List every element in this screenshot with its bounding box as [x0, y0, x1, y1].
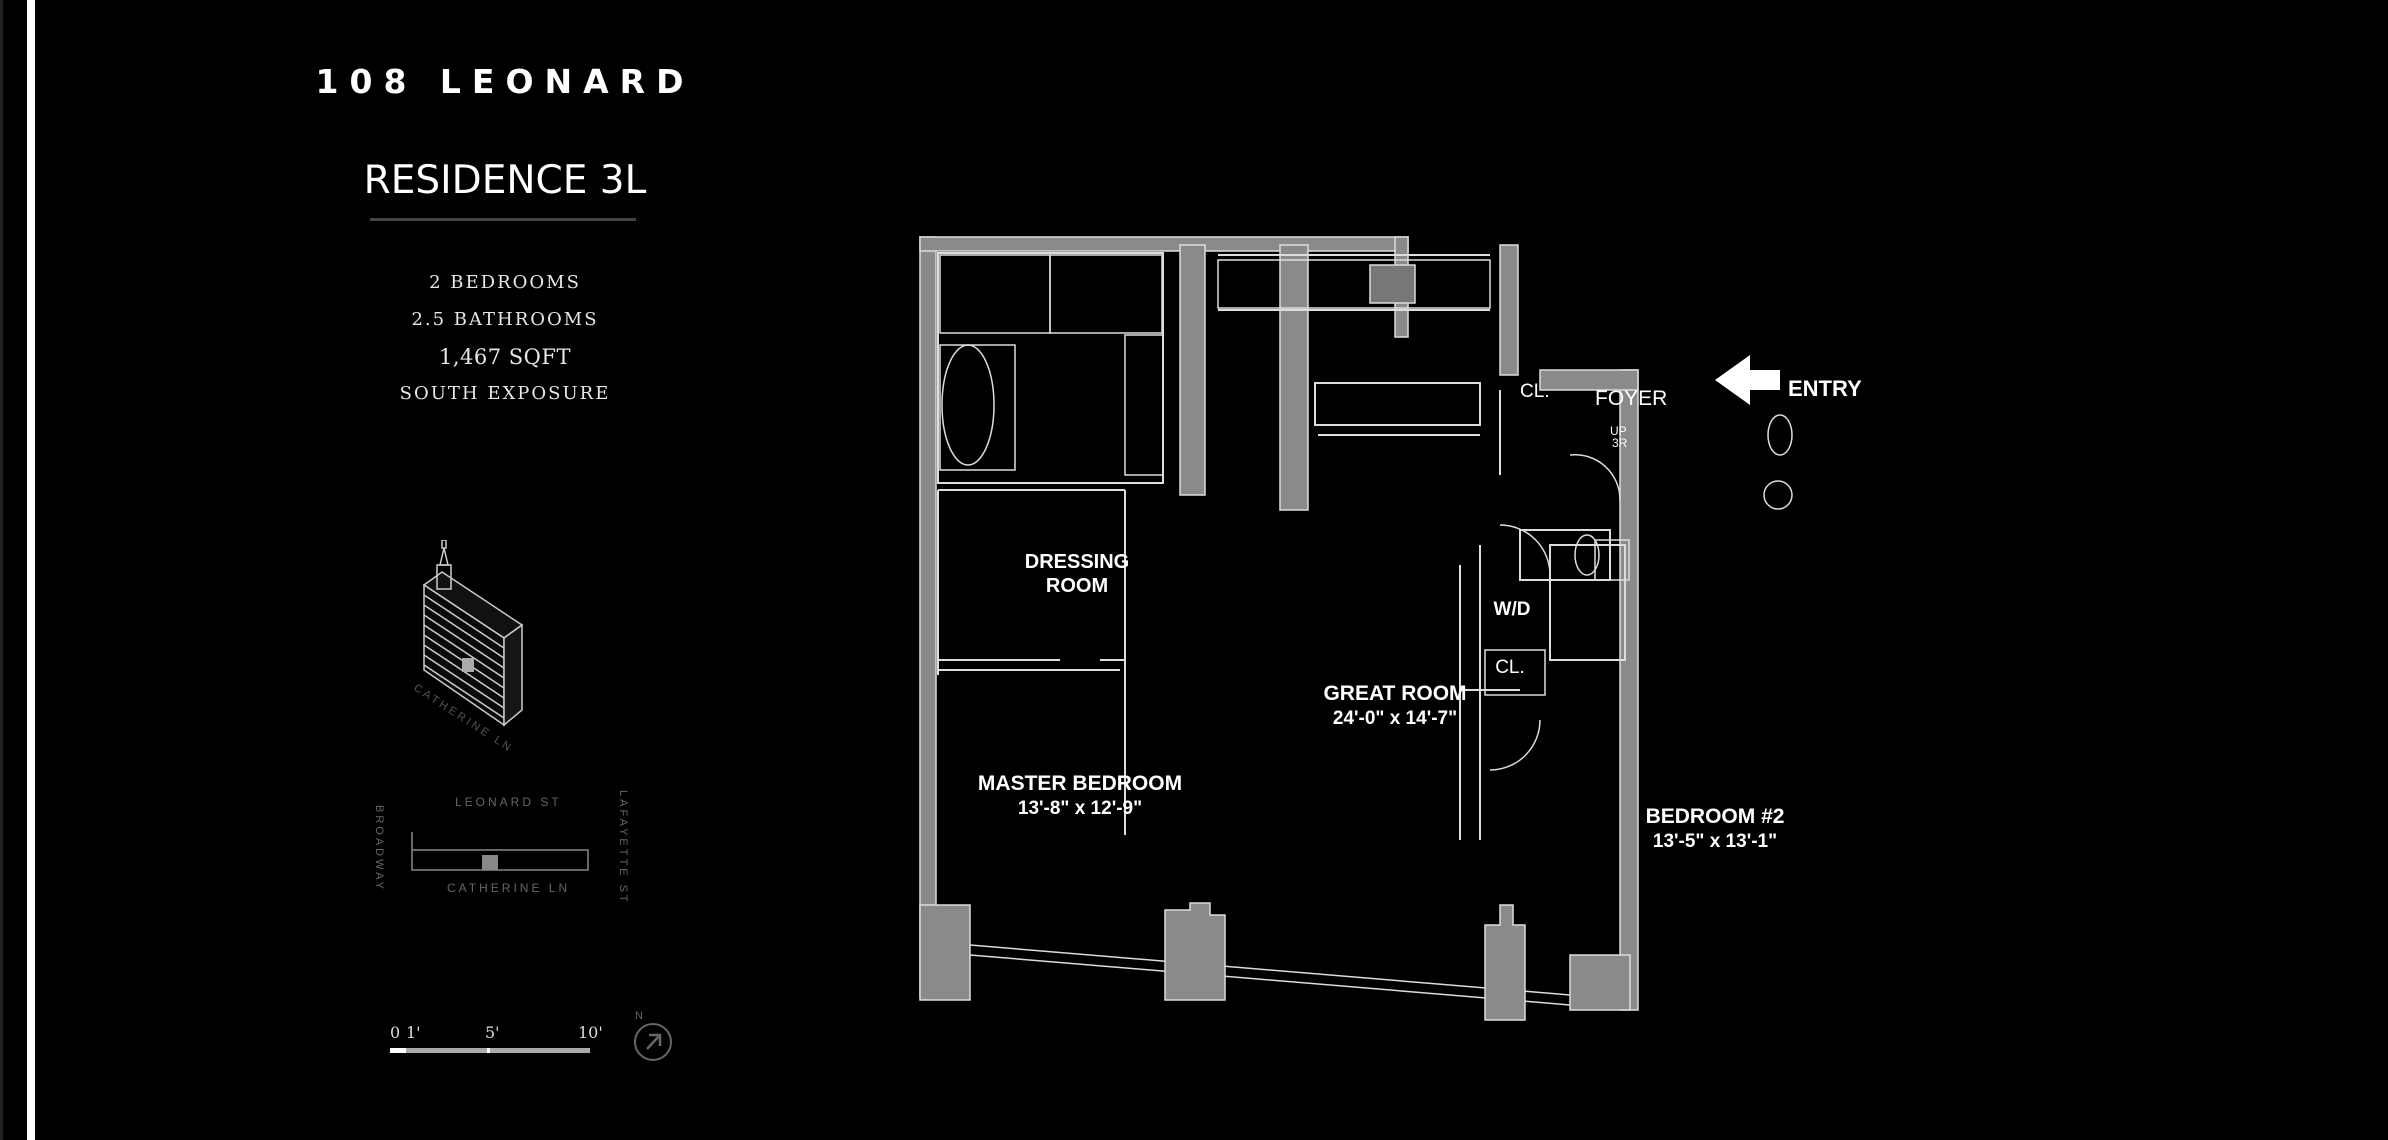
north-indicator: N: [630, 1010, 690, 1070]
stair-up-label: UP: [1610, 424, 1627, 438]
stair-steps-label: 3R: [1612, 436, 1628, 450]
scale-tick-0: 0: [390, 1023, 401, 1042]
site-plan: LEONARD ST CATHERINE LN BROADWAY LAFAYET…: [373, 790, 635, 905]
foyer-label: FOYER: [1595, 387, 1667, 410]
great-room-label: GREAT ROOM: [1323, 682, 1466, 705]
site-south-street: CATHERINE LN: [447, 881, 571, 895]
left-edge-line: [27, 0, 35, 1140]
dressing-room-label-2: ROOM: [1046, 575, 1108, 597]
fixtures: [939, 254, 1793, 771]
north-arrow-icon: [634, 1023, 672, 1061]
site-block-outline: [411, 832, 589, 871]
hall-closet-label: CL.: [1495, 657, 1525, 678]
entry-label: ENTRY: [1788, 376, 1862, 401]
spec-list: 2 BEDROOMS 2.5 BATHROOMS 1,467 SQFT SOUT…: [300, 270, 710, 418]
dressing-room-label-1: DRESSING: [1025, 551, 1129, 573]
left-edge-shadow: [0, 0, 3, 1140]
master-bedroom-dims: 13'-8" x 12'-9": [1018, 798, 1142, 819]
scale-tick-5: 5': [485, 1023, 500, 1042]
site-west-street: BROADWAY: [373, 805, 385, 892]
building-isometric-icon: [422, 540, 524, 727]
site-north-street: LEONARD ST: [455, 795, 562, 809]
spec-bedrooms: 2 BEDROOMS: [429, 272, 581, 293]
spec-exposure: SOUTH EXPOSURE: [399, 383, 611, 404]
title-divider: [370, 218, 636, 221]
bedroom-2-dims: 13'-5" x 13'-1": [1653, 831, 1777, 852]
exterior-walls: [919, 236, 1639, 1011]
scale-tick-1: 1': [406, 1023, 421, 1042]
scale-bar: 0 1' 5' 10': [385, 1015, 635, 1070]
great-room-dims: 24'-0" x 14'-7": [1333, 708, 1457, 729]
residence-title: RESIDENCE 3L: [363, 158, 647, 203]
site-unit-marker: [482, 855, 498, 870]
bedroom-2-label: BEDROOM #2: [1646, 805, 1785, 828]
info-sidebar: 108 LEONARD RESIDENCE 3L 2 BEDROOMS 2.5 …: [300, 0, 710, 1140]
north-label: N: [635, 1010, 643, 1022]
spec-sqft: 1,467 SQFT: [439, 345, 571, 369]
foyer-closet-label: CL.: [1520, 381, 1550, 402]
site-east-street: LAFAYETTE ST: [617, 790, 629, 905]
scale-tick-10: 10': [578, 1023, 603, 1042]
master-bedroom-label: MASTER BEDROOM: [978, 772, 1182, 795]
brand-title: 108 LEONARD: [315, 62, 695, 101]
entry-arrow-icon: [1715, 355, 1780, 405]
columns: [1164, 902, 1526, 1021]
window-wall: [969, 944, 1571, 1006]
washer-dryer-label: W/D: [1494, 599, 1531, 620]
spec-bathrooms: 2.5 BATHROOMS: [411, 309, 599, 330]
scale-ruler: [390, 1048, 590, 1053]
floor-plan: ENTRY FOYER CL. UP 3R DRESSING ROOM GREA…: [919, 236, 1862, 1021]
